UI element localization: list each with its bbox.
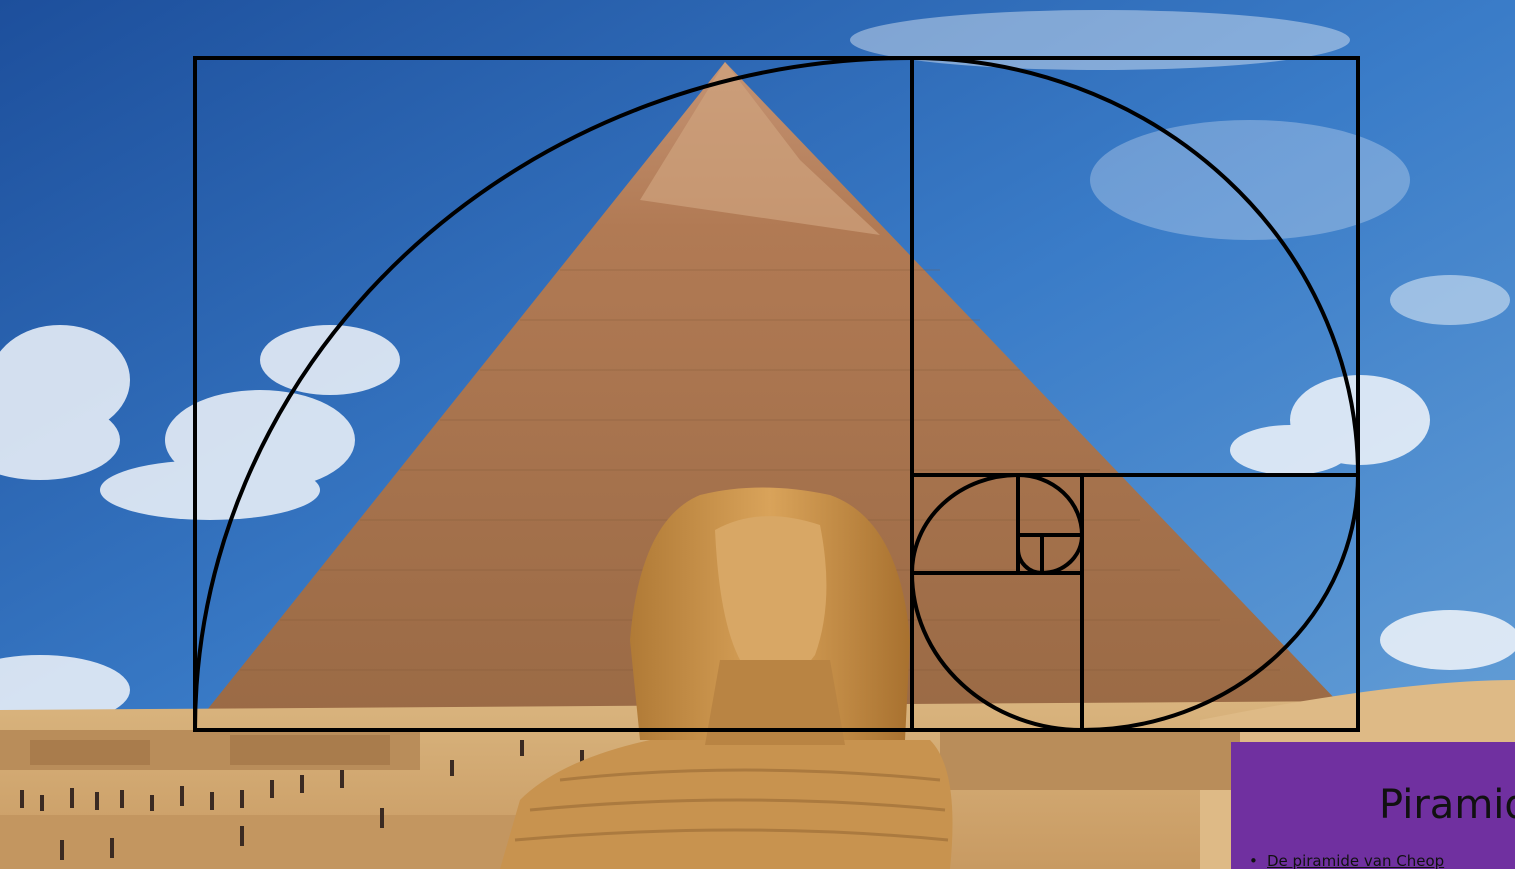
sphinx-neck	[705, 660, 845, 745]
bullet-dot-icon: •	[1249, 852, 1258, 869]
sphinx-face	[715, 516, 827, 680]
pyramid-courses	[240, 269, 1280, 671]
golden-rectangle	[193, 56, 1360, 732]
ruins	[0, 730, 1240, 869]
clouds	[0, 10, 1515, 725]
pyramid	[195, 62, 1360, 725]
pyramid-cap	[640, 62, 880, 235]
slide-thumbnail[interactable]: Piramid • De piramide van Cheop	[1231, 742, 1515, 869]
crowd	[20, 740, 584, 860]
golden-spiral-overlay	[193, 55, 1361, 733]
slide-bullet-text: De piramide van Cheop	[1267, 852, 1445, 869]
sphinx-body-layers	[514, 768, 949, 842]
golden-spiral	[193, 55, 1361, 733]
slide-title: Piramid	[1379, 782, 1515, 828]
